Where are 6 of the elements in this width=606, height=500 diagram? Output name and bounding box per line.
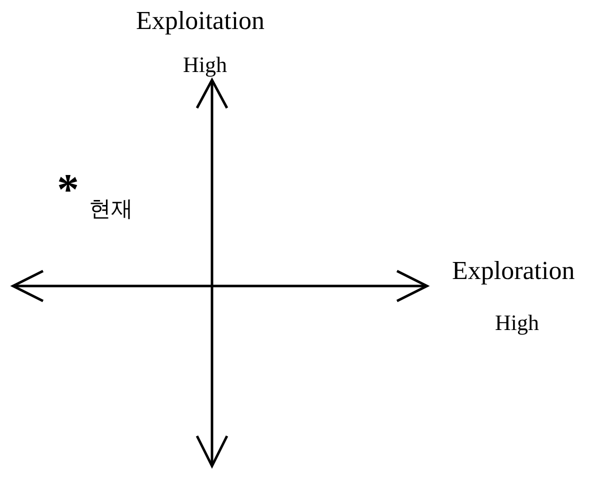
axis-end-label: High [183, 54, 227, 76]
axis-end-label: High [495, 312, 539, 334]
axis-title: Exploitation [136, 8, 265, 34]
point-label: 현재 [89, 199, 133, 221]
axis-title: Exploration [452, 258, 575, 284]
asterisk-mark: * [57, 168, 79, 212]
